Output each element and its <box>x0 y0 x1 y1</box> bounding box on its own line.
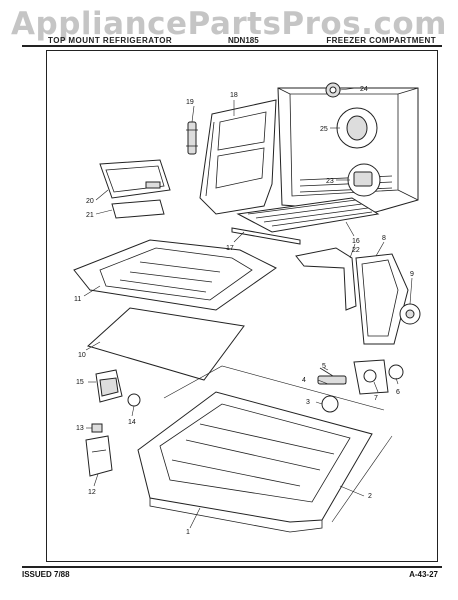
callout-labels: 19 18 24 25 23 20 21 17 16 22 8 9 11 10 … <box>74 86 414 536</box>
callout-7: 7 <box>374 395 378 402</box>
leader-lines <box>83 87 413 529</box>
callout-17: 17 <box>226 245 234 252</box>
callout-4: 4 <box>302 377 306 384</box>
callout-1: 1 <box>186 529 190 536</box>
callout-12: 12 <box>88 489 96 496</box>
freezer-liner <box>277 87 419 213</box>
callout-21: 21 <box>86 212 94 219</box>
part-fan-motor <box>399 303 421 325</box>
part-freezer-floor <box>73 239 277 311</box>
part-evaporator-cover <box>355 253 409 345</box>
callout-23: 23 <box>326 178 334 185</box>
diagram-frame <box>46 50 438 562</box>
callout-8: 8 <box>382 235 386 242</box>
part-control-knob <box>127 393 141 407</box>
part-shelf-rail <box>231 227 301 245</box>
part-wire-shelf <box>236 197 380 233</box>
callout-2: 2 <box>368 493 372 500</box>
part-freezer-door <box>199 99 277 215</box>
callout-20: 20 <box>86 198 94 205</box>
part-control-assembly <box>347 163 381 197</box>
part-cabinet-liner <box>137 365 393 533</box>
part-door-hinge <box>186 121 198 155</box>
part-bin-trim <box>111 199 165 219</box>
callout-13: 13 <box>76 425 84 432</box>
part-lamp-cover <box>336 107 378 149</box>
callout-11: 11 <box>74 296 81 303</box>
callout-15: 15 <box>76 379 84 386</box>
callout-10: 10 <box>78 352 86 359</box>
callout-5: 5 <box>322 363 326 370</box>
footer-page-number: A-43-27 <box>409 570 438 579</box>
header-model: NDN185 <box>228 36 259 45</box>
header-section: FREEZER COMPARTMENT <box>326 36 436 45</box>
part-light-socket <box>325 82 341 98</box>
callout-19: 19 <box>186 99 194 106</box>
footer-issued: ISSUED 7/88 <box>22 570 70 579</box>
callout-22: 22 <box>352 247 360 254</box>
header-rule <box>22 45 442 47</box>
part-door-shelf-bin <box>99 159 171 199</box>
part-insulation-pad <box>87 307 245 381</box>
part-damper-control <box>95 369 123 403</box>
part-clip <box>91 423 103 433</box>
callout-24: 24 <box>360 86 368 93</box>
callout-25: 25 <box>320 126 328 133</box>
part-bracket <box>85 435 113 477</box>
callout-14: 14 <box>128 419 136 426</box>
header-title: TOP MOUNT REFRIGERATOR <box>48 36 173 45</box>
callout-3: 3 <box>306 399 310 406</box>
callout-9: 9 <box>410 271 414 278</box>
callout-18: 18 <box>230 92 238 99</box>
callout-16: 16 <box>352 238 360 245</box>
footer-rule <box>22 566 442 568</box>
watermark: AppliancePartsPros.com <box>11 6 447 42</box>
callout-6: 6 <box>396 389 400 396</box>
part-defrost-components <box>317 359 404 413</box>
part-air-duct <box>295 247 357 311</box>
